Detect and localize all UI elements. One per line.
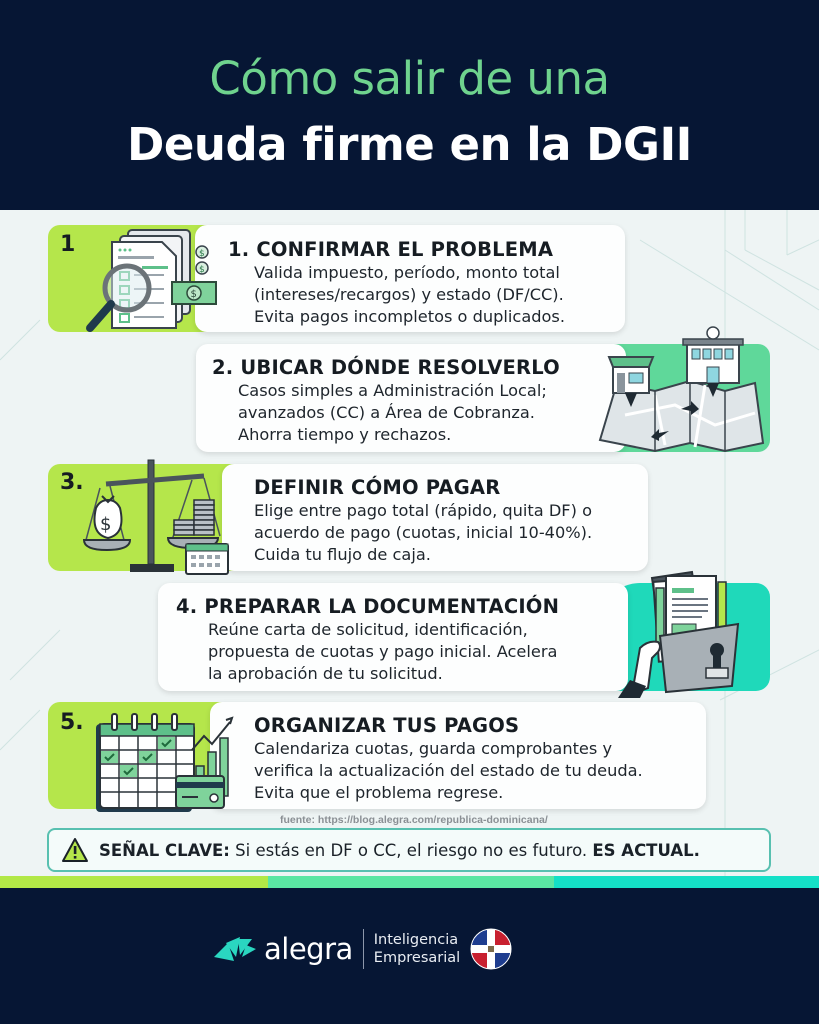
step-1-title: 1. CONFIRMAR EL PROBLEMA [228,238,554,261]
dominican-flag-icon [470,928,512,970]
step-2-body: Casos simples a Administración Local; av… [238,380,547,446]
stripe-teal [554,876,819,888]
title-line-1: Cómo salir de una [209,52,610,105]
step-3-title: DEFINIR CÓMO PAGAR [254,476,501,499]
step-4-card [158,583,628,691]
step-1-line-2: (intereses/recargos) y estado (DF/CC). [254,285,564,304]
header: Cómo salir de una Deuda firme en la DGII [0,0,819,210]
svg-text:$: $ [100,514,111,535]
stripe-lime [0,876,268,888]
step-2-title: 2. UBICAR DÓNDE RESOLVERLO [212,356,560,379]
key-signal-emphasis: ES ACTUAL. [592,840,700,860]
title-line-2: Deuda firme en la DGII [127,118,692,171]
logo-divider [362,929,364,969]
step-1-line-3: Evita pagos incompletos o duplicados. [254,307,565,326]
svg-text:$: $ [199,249,205,259]
step-5-line-1: Calendariza cuotas, guarda comprobantes … [254,739,613,758]
step-5-body: Calendariza cuotas, guarda comprobantes … [254,738,643,804]
step-3-line-3: Cuida tu flujo de caja. [254,545,431,564]
source-link[interactable]: fuente: https://blog.alegra.com/republic… [280,814,548,826]
step-4-line-1: Reúne carta de solicitud, identificación… [208,620,528,639]
alegra-logo[interactable]: alegra Inteligencia Empresarial [212,928,512,970]
stripe-mint [268,876,554,888]
magnifier-documents-icon: $ $ $ [86,229,217,332]
step-5-line-3: Evita que el problema regrese. [254,783,504,802]
background-geometric-lines [0,210,819,876]
balance-scale-icon: $ [82,459,229,575]
brand-name: alegra [264,932,353,966]
map-buildings-icon [598,326,765,453]
step-5-card [210,702,706,809]
step-4-line-2: propuesta de cuotas y pago inicial. Acel… [208,642,558,661]
key-signal-text: SEÑAL CLAVE: Si estás en DF o CC, el rie… [99,841,700,860]
step-1-line-1: Valida impuesto, período, monto total [254,263,560,282]
tagline-line-1: Inteligencia [373,932,459,948]
svg-text:$: $ [199,265,205,275]
step-5-line-2: verifica la actualización del estado de … [254,761,643,780]
tagline-line-2: Empresarial [373,950,461,966]
step-5-title: ORGANIZAR TUS PAGOS [254,714,520,737]
step-2-line-2: avanzados (CC) a Área de Cobranza. [238,403,535,422]
svg-text:$: $ [191,289,197,300]
step-3-line-1: Elige entre pago total (rápido, quita DF… [254,501,592,520]
step-2-card [196,344,626,452]
key-signal-message: Si estás en DF o CC, el riesgo no es fut… [229,840,593,860]
step-3-body: Elige entre pago total (rápido, quita DF… [254,500,592,566]
calendar-payments-icon [96,713,234,812]
key-signal-label: SEÑAL CLAVE: [99,840,230,860]
step-4-title: 4. PREPARAR LA DOCUMENTACIÓN [176,595,560,618]
warning-icon [62,838,88,862]
alegra-wing-icon [214,937,256,961]
step-3-card [222,464,648,571]
step-3-badge: 3. [60,470,84,495]
step-1-body: Valida impuesto, período, monto total (i… [254,262,565,328]
step-2-line-1: Casos simples a Administración Local; [238,381,547,400]
step-1-card [195,225,625,332]
step-3-line-2: acuerdo de pago (cuotas, inicial 10-40%)… [254,523,593,542]
step-1-badge: 1 [60,232,76,257]
step-2-line-3: Ahorra tiempo y rechazos. [238,425,452,444]
step-4-body: Reúne carta de solicitud, identificación… [208,619,557,685]
tagline: Inteligencia Empresarial [374,931,460,967]
folder-documents-icon [618,570,740,698]
step-4-line-3: la aprobación de tu solicitud. [208,664,443,683]
step-5-badge: 5. [60,710,84,735]
key-signal-banner: SEÑAL CLAVE: Si estás en DF o CC, el rie… [47,828,771,872]
footer: alegra Inteligencia Empresarial [0,888,819,1024]
infographic-content: 1 $ $ $ 1. CONFIRMAR EL PROBLEMA Valida … [0,210,819,876]
